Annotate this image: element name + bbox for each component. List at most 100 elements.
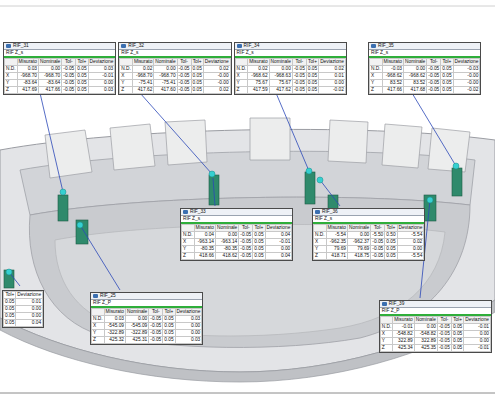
table-cell: -0.05 xyxy=(149,330,163,337)
table-cell: -0.01 xyxy=(265,239,292,246)
table-cell: Tol- xyxy=(239,225,253,232)
table-cell: Z xyxy=(120,87,133,94)
table-cell: -963.14 xyxy=(194,239,215,246)
table-cell: 0.03 xyxy=(17,66,38,73)
table-cell: 0.05 xyxy=(4,299,16,306)
table-cell: 417.62 xyxy=(269,87,292,94)
table-cell: -0.05 xyxy=(149,337,163,344)
table-title-row: RIF_34 xyxy=(235,43,346,50)
table-cell: Misurato xyxy=(382,59,403,66)
table-cell: Nominale xyxy=(348,225,371,232)
header-row: MisuratoNominaleTol-Tol+Deviazione xyxy=(370,59,480,66)
table-cell: 0.00 xyxy=(464,331,491,338)
table-cell: 0.04 xyxy=(16,320,43,327)
table-cell: Nominale xyxy=(404,59,427,66)
value-table: Tol+Deviazione0.050.010.050.000.050.000.… xyxy=(3,291,43,327)
table-title: RIF_36 xyxy=(322,209,338,215)
value-row: 0.050.00 xyxy=(4,306,43,313)
table-subtitle: RIF Z_s xyxy=(313,216,424,224)
table-cell: Tol+ xyxy=(451,317,463,324)
table-cell: -968.62 xyxy=(248,73,269,80)
table-cell: Deviazione xyxy=(88,59,115,66)
table-cell: Z xyxy=(235,87,248,94)
table-cell: 0.00 xyxy=(175,323,202,330)
table-cell: 0.05 xyxy=(385,253,397,260)
callout-table: RIF_33RIF Z_sMisuratoNominaleTol-Tol+Dev… xyxy=(180,208,293,261)
table-cell: 0.05 xyxy=(441,73,453,80)
table-cell: -0.05 xyxy=(239,232,253,239)
table-cell: -968.70 xyxy=(132,73,153,80)
header-row: MisuratoNominaleTol-Tol+Deviazione xyxy=(120,59,230,66)
table-cell: -0.02 xyxy=(453,87,480,94)
header-row: MisuratoNominaleTol-Tol+Deviazione xyxy=(182,225,292,232)
table-cell: Tol+ xyxy=(191,59,203,66)
table-cell: X xyxy=(5,73,18,80)
table-cell: 0.05 xyxy=(451,338,463,345)
table-cell: 0.50 xyxy=(385,232,397,239)
table-cell: -0.05 xyxy=(292,80,306,87)
table-cell: 0.05 xyxy=(76,80,88,87)
table-cell: Tol+ xyxy=(4,292,16,299)
table-cell xyxy=(380,317,393,324)
measure-points xyxy=(6,163,459,275)
table-cell: 417.66 xyxy=(382,87,403,94)
table-cell: 0.00 xyxy=(216,232,239,239)
value-table: MisuratoNominaleTol-Tol+DeviazioneN.D.0.… xyxy=(235,58,346,94)
value-row: Y79.6979.69-0.050.050.00 xyxy=(314,246,424,253)
table-cell: -548.82 xyxy=(414,331,437,338)
table-cell: 0.05 xyxy=(451,331,463,338)
table-cell: 417.62 xyxy=(132,87,153,94)
table-icon xyxy=(371,44,376,48)
table-cell: Misurato xyxy=(248,59,269,66)
table-cell: Nominale xyxy=(126,309,149,316)
table-cell: -83.64 xyxy=(17,80,38,87)
table-cell: 0.00 xyxy=(414,324,437,331)
table-cell: -0.01 xyxy=(464,324,491,331)
value-row: N.D.-0.010.00-0.050.05-0.01 xyxy=(380,324,490,331)
table-cell: -0.05 xyxy=(177,73,191,80)
value-row: Y-83.64-83.64-0.050.050.00 xyxy=(5,80,115,87)
table-title-row: RIF_32 xyxy=(119,43,230,50)
table-cell: 0.05 xyxy=(191,87,203,94)
table-cell: -968.70 xyxy=(17,73,38,80)
value-row: X-968.62-968.62-0.050.05-0.00 xyxy=(370,73,480,80)
table-cell: Z xyxy=(92,337,105,344)
table-cell: Tol- xyxy=(177,59,191,66)
table-cell: -0.05 xyxy=(437,345,451,352)
table-cell: Y xyxy=(380,338,393,345)
table-cell: -0.05 xyxy=(62,80,76,87)
table-cell: 0.05 xyxy=(441,66,453,73)
table-title: RIF_33 xyxy=(190,209,206,215)
table-cell: 0.00 xyxy=(464,338,491,345)
table-cell: 83.52 xyxy=(382,80,403,87)
callout-table: RIF_39RIF Z_PMisuratoNominaleTol-Tol+Dev… xyxy=(379,300,492,353)
header-row: MisuratoNominaleTol-Tol+Deviazione xyxy=(314,225,424,232)
value-row: X-548.82-548.82-0.050.050.00 xyxy=(380,331,490,338)
table-cell: -0.05 xyxy=(177,66,191,73)
table-cell: 0.00 xyxy=(404,66,427,73)
table-cell: 0.04 xyxy=(194,232,215,239)
table-cell: -0.00 xyxy=(453,80,480,87)
table-cell: 425.35 xyxy=(414,345,437,352)
table-cell: 417.60 xyxy=(154,87,177,94)
table-subtitle: RIF Z_s xyxy=(119,50,230,58)
value-row: X-545.09-545.09-0.050.050.00 xyxy=(92,323,202,330)
table-cell xyxy=(5,59,18,66)
table-cell: -962.37 xyxy=(348,239,371,246)
value-row: 0.050.04 xyxy=(4,320,43,327)
value-row: Y-80.35-80.35-0.050.050.00 xyxy=(182,246,292,253)
table-cell: Tol+ xyxy=(253,225,265,232)
table-cell: Y xyxy=(314,246,327,253)
frame-line xyxy=(0,6,495,7)
table-cell: 425.34 xyxy=(393,345,414,352)
table-cell: 0.00 xyxy=(265,246,292,253)
table-cell: -0.05 xyxy=(427,87,441,94)
header-row: MisuratoNominaleTol-Tol+Deviazione xyxy=(380,317,490,324)
table-cell: 0.05 xyxy=(385,246,397,253)
table-cell: 0.04 xyxy=(265,232,292,239)
table-cell: Tol- xyxy=(292,59,306,66)
table-cell: Misurato xyxy=(104,309,125,316)
table-cell: -322.89 xyxy=(104,330,125,337)
table-cell: 0.00 xyxy=(126,316,149,323)
table-cell: Misurato xyxy=(132,59,153,66)
